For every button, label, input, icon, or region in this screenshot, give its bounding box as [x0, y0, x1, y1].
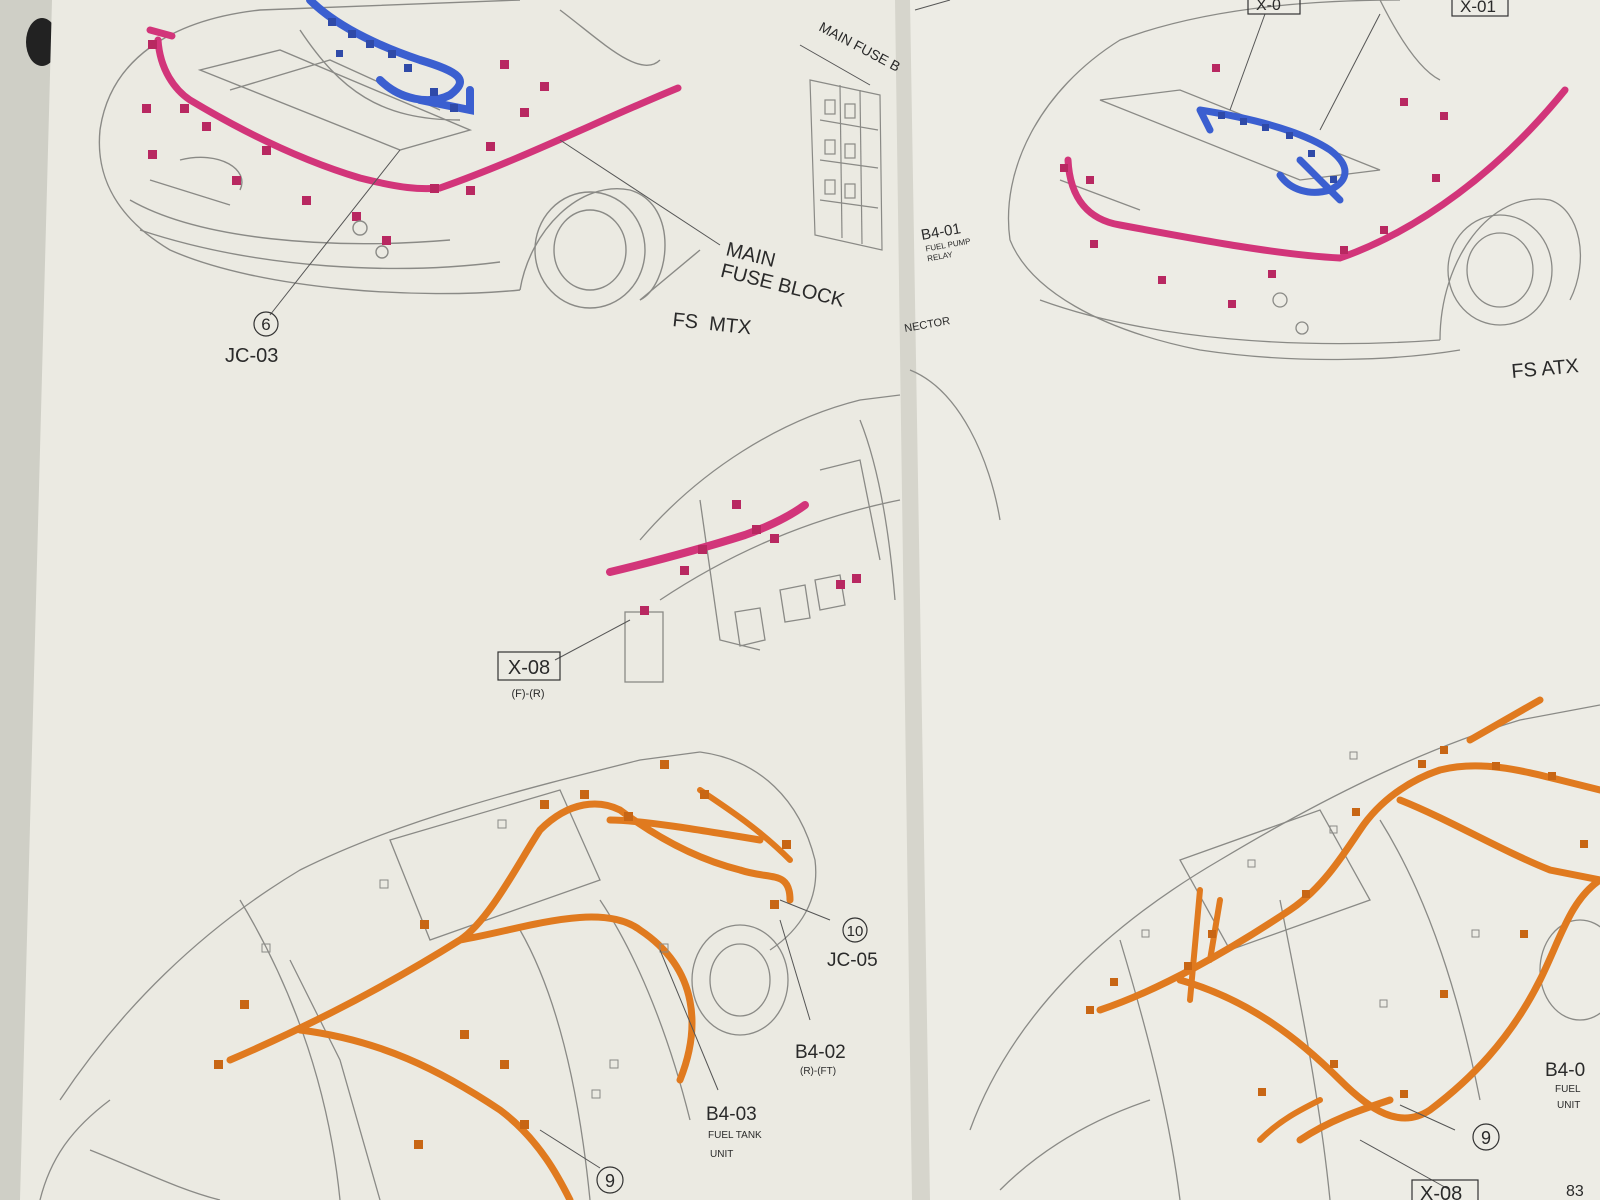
callout-jc-03: 6 JC-03: [225, 311, 279, 367]
binding-gutter: [895, 0, 930, 1200]
tag-box: [1247, 0, 1301, 15]
tag-box: [497, 651, 561, 681]
b4-03-code: B4-03: [706, 1104, 757, 1125]
callout-circle: [1472, 1123, 1500, 1151]
leader-lines-bottom-right: [1359, 1104, 1456, 1191]
b4-partial-desc-1: FUEL: [1555, 1084, 1581, 1095]
callout-9-right: 9: [1472, 1123, 1500, 1151]
tag-code: X-0: [1256, 0, 1281, 14]
b4-02-sub: (R)-(FT): [800, 1066, 836, 1077]
callout-number: 9: [1481, 1128, 1491, 1148]
callout-number: 10: [847, 923, 864, 940]
front-car-outline-mtx: [98, 0, 701, 309]
tag-x-08-partial: X-08: [1411, 1179, 1479, 1200]
tag-box: [1411, 1179, 1479, 1200]
engine-harness-mtx: [142, 26, 682, 259]
leader-lines-top-right: [914, 0, 1381, 131]
leader-lines-top-left: [269, 44, 871, 316]
callout-circle: [596, 1166, 624, 1194]
callout-number: 9: [605, 1171, 615, 1191]
tag-x-08: X-08 (F)-(R): [497, 651, 561, 700]
fuse-block-diagram: [809, 79, 883, 251]
b4-02-code: B4-02: [795, 1042, 846, 1063]
b4-partial-code: B4-0: [1545, 1060, 1585, 1081]
right-page: [900, 0, 1600, 1200]
callout-circle: [842, 917, 868, 943]
label-b4-02: B4-02 (R)-(FT): [795, 1042, 846, 1077]
rear-car-outline-mtx: [39, 751, 817, 1200]
tag-code: X-01: [1460, 0, 1496, 16]
tag-sub: (F)-(R): [512, 688, 545, 700]
rear-harness-mtx: [214, 760, 794, 1200]
callout-code: JC-05: [827, 950, 878, 971]
tag-box: [1451, 0, 1509, 17]
front-car-outline-atx: [1007, 0, 1582, 361]
binder-hole: [26, 18, 58, 66]
b4-03-desc-1: FUEL TANK: [708, 1130, 762, 1141]
emission-harness-mtx: [306, 0, 474, 115]
dash-harness: [554, 500, 861, 661]
label-b4-03: B4-03 FUEL TANK UNIT: [706, 1104, 762, 1160]
rear-harness-atx: [1086, 696, 1600, 1144]
label-b4-partial: B4-0 FUEL UNIT: [1545, 1060, 1585, 1111]
callout-9-left: 9: [596, 1166, 624, 1194]
emission-harness-atx: [1196, 106, 1349, 204]
callout-code: JC-03: [225, 345, 278, 367]
callout-circle: [253, 311, 279, 337]
tag-code: X-08: [508, 657, 550, 679]
tag-x-0-partial: X-0: [1247, 0, 1301, 15]
tag-x-01: X-01: [1451, 0, 1509, 17]
page-number: 83: [1566, 1183, 1584, 1200]
engine-harness-atx: [1060, 64, 1569, 335]
b4-01-code: B4-01: [920, 220, 962, 244]
b4-partial-desc-2: UNIT: [1557, 1100, 1580, 1111]
b4-03-desc-2: UNIT: [710, 1149, 733, 1160]
leader-lines-bottom-left: [539, 899, 831, 1169]
callout-number: 6: [261, 315, 270, 334]
callout-jc-05: 10 JC-05: [827, 917, 878, 971]
b4-01-desc-2: RELAY: [927, 250, 954, 263]
left-page: [20, 0, 918, 1200]
tag-code: X-08: [1420, 1183, 1462, 1200]
